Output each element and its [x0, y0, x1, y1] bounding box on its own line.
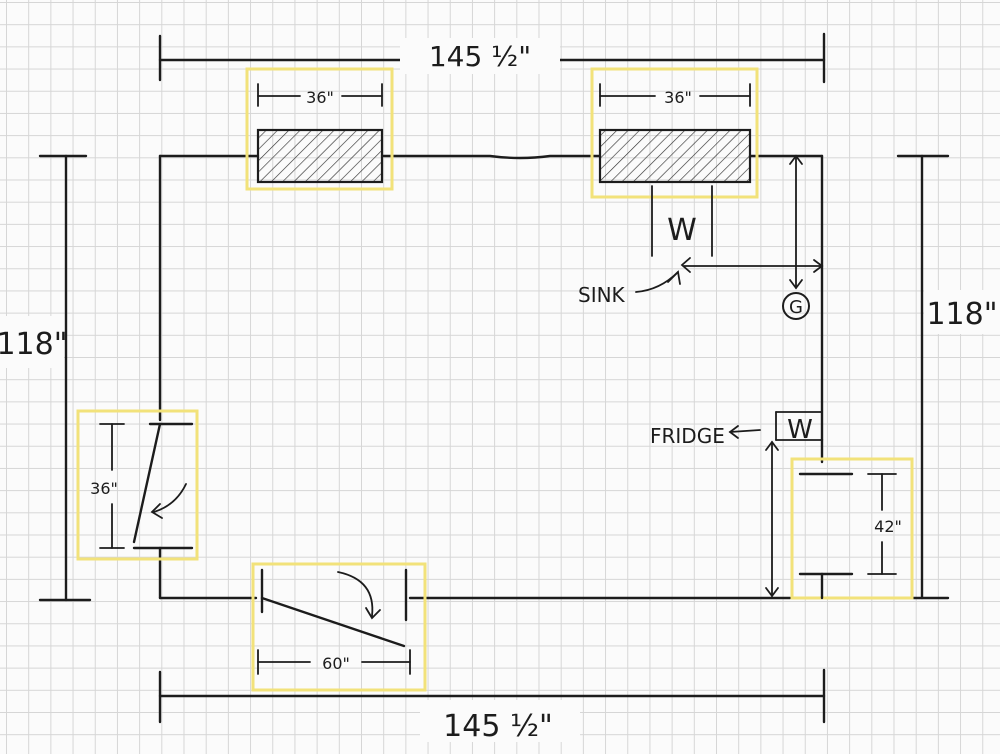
right-dimension: 118"	[896, 154, 1000, 600]
fridge-water-symbol: W	[787, 415, 813, 445]
left-door: 36"	[76, 409, 199, 561]
bottom-door-width-label: 60"	[322, 654, 350, 673]
sink-label: SINK	[578, 283, 626, 307]
left-height-label: 118"	[0, 327, 68, 362]
left-window-hatch	[256, 128, 384, 184]
room-walls	[158, 154, 824, 600]
right-window-hatch	[598, 128, 752, 184]
left-door-width-label: 36"	[90, 479, 118, 498]
sink: W SINK G	[578, 154, 824, 320]
left-window: 36"	[245, 67, 394, 191]
right-window: 36"	[590, 67, 759, 199]
left-dimension: 118"	[0, 154, 92, 602]
gas-icon	[782, 292, 810, 320]
bottom-width-label: 145 ½"	[443, 709, 553, 744]
bottom-dimension: 145 ½"	[158, 668, 826, 744]
fridge-label: FRIDGE	[650, 424, 725, 448]
sink-water-symbol: W	[667, 213, 697, 248]
right-height-label: 118"	[926, 297, 997, 332]
top-width-label: 145 ½"	[429, 40, 531, 73]
gas-symbol: G	[789, 297, 803, 318]
left-window-width-label: 36"	[306, 88, 334, 107]
fridge: FRIDGE W	[650, 411, 823, 598]
right-door-width-label: 42"	[874, 517, 902, 536]
bottom-door: 60"	[251, 562, 427, 692]
right-window-width-label: 36"	[664, 88, 692, 107]
right-door: 42"	[790, 457, 914, 600]
top-dimension: 145 ½"	[158, 32, 826, 84]
